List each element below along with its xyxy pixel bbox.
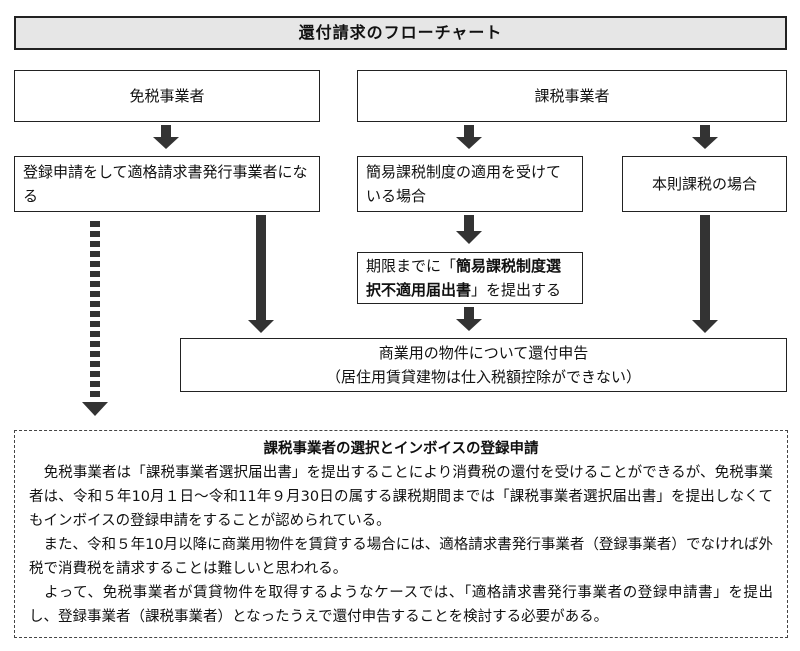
refund-filing-line1: 商業用の物件について還付申告 bbox=[378, 344, 589, 362]
page-title-text: 還付請求のフローチャート bbox=[298, 23, 503, 42]
note-paragraph-2: また、令和５年10月以降に商業用物件を賃貸する場合には、適格請求書発行事業者（登… bbox=[29, 537, 773, 577]
simplified-taxation-label: 簡易課税制度の適用を受けている場合 bbox=[366, 163, 562, 205]
taxable-business-label: 課税事業者 bbox=[534, 87, 610, 105]
note-paragraph-3: よって、免税事業者が賃貸物件を取得するようなケースでは、「適格請求書発行事業者の… bbox=[29, 585, 773, 625]
deadline-filing-suffix: 」を提出する bbox=[471, 281, 562, 299]
arrow-taxable-to-simplified bbox=[456, 125, 482, 149]
deadline-filing-prefix: 期限までに「 bbox=[366, 257, 457, 275]
refund-filing-line2: （居住用賃貸建物は仕入税額控除ができない） bbox=[325, 368, 641, 386]
exempt-business-box: 免税事業者 bbox=[14, 70, 320, 122]
arrow-taxable-to-principle bbox=[692, 125, 718, 149]
register-invoice-issuer-label: 登録申請をして適格請求書発行事業者になる bbox=[23, 163, 308, 205]
arrow-dashed-to-note bbox=[82, 221, 108, 416]
arrow-register-to-refund bbox=[248, 215, 274, 333]
page-title: 還付請求のフローチャート bbox=[14, 16, 787, 50]
taxable-business-box: 課税事業者 bbox=[357, 70, 787, 122]
note-paragraph-1: 免税事業者は「課税事業者選択届出書」を提出することにより消費税の還付を受けること… bbox=[29, 465, 773, 529]
principle-taxation-box: 本則課税の場合 bbox=[622, 156, 787, 212]
arrow-deadline-to-refund bbox=[456, 307, 482, 331]
taxable-election-note: 課税事業者の選択とインボイスの登録申請 免税事業者は「課税事業者選択届出書」を提… bbox=[14, 430, 788, 638]
register-invoice-issuer-box: 登録申請をして適格請求書発行事業者になる bbox=[14, 156, 320, 212]
principle-taxation-label: 本則課税の場合 bbox=[651, 175, 757, 193]
exempt-business-label: 免税事業者 bbox=[129, 87, 205, 105]
note-title: 課税事業者の選択とインボイスの登録申請 bbox=[263, 441, 539, 457]
refund-filing-box: 商業用の物件について還付申告 （居住用賃貸建物は仕入税額控除ができない） bbox=[180, 338, 787, 392]
deadline-filing-box: 期限までに「簡易課税制度選択不適用届出書」を提出する bbox=[357, 252, 583, 304]
simplified-taxation-box: 簡易課税制度の適用を受けている場合 bbox=[357, 156, 583, 212]
arrow-simplified-to-deadline bbox=[456, 215, 482, 244]
arrow-principle-to-refund bbox=[692, 215, 718, 333]
arrow-exempt-to-register bbox=[153, 125, 179, 149]
deadline-filing-form-name: 簡易課税制度選択不適用届出書 bbox=[366, 257, 562, 299]
